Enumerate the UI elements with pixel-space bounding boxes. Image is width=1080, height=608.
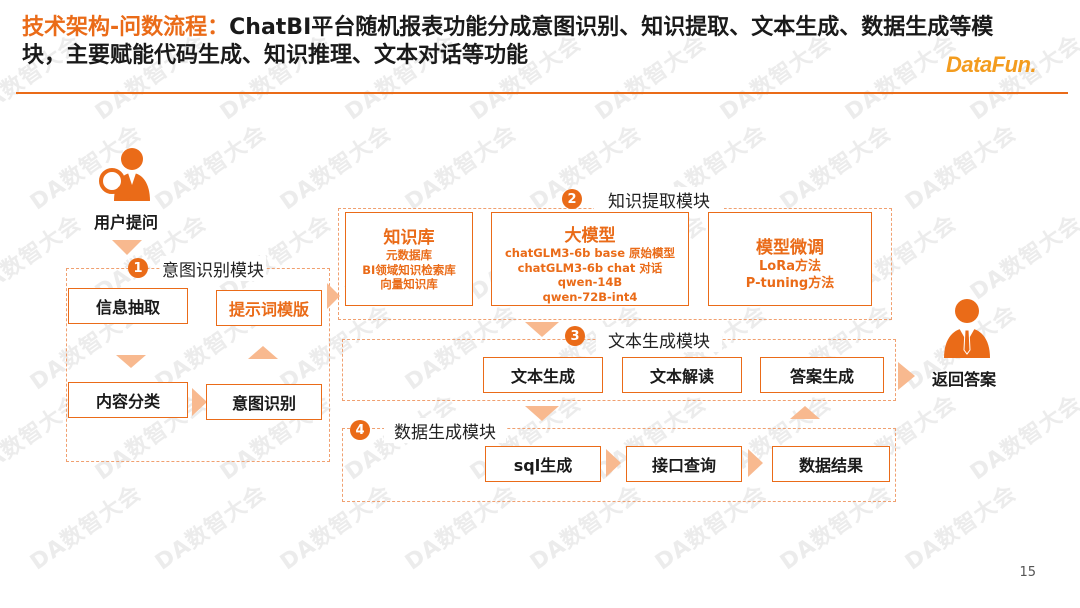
chevron-down-icon	[525, 322, 559, 337]
chevron-right-icon	[606, 449, 621, 477]
watermark-text: DA数智大会	[965, 390, 1080, 486]
title-rest: ChatBI平台随机报表功能分成意图识别、知识提取、文本生成、数据生成等模块，主…	[22, 15, 994, 68]
knowledge-base-line: 向量知识库	[380, 277, 438, 291]
page-number: 15	[1019, 565, 1036, 580]
user-search-icon	[99, 148, 150, 201]
llm-line: chatGLM3-6b chat 对话	[517, 260, 663, 275]
slide-title: 技术架构-问数流程：ChatBI平台随机报表功能分成意图识别、知识提取、文本生成…	[22, 14, 1022, 70]
watermark-text: DA数智大会	[900, 480, 1022, 576]
module-number-4: 4	[350, 420, 370, 440]
model-finetune-title: 模型微调	[756, 238, 824, 258]
watermark-text: DA数智大会	[150, 120, 272, 216]
return-answer-label: 返回答案	[932, 370, 997, 389]
llm-line: qwen-72B-int4	[542, 289, 638, 304]
intent-recognize-box: 意图识别	[206, 384, 322, 420]
knowledge-module-label: 知识提取模块	[594, 187, 724, 212]
api-query-box: 接口查询	[626, 446, 742, 482]
chevron-right-icon	[327, 283, 340, 309]
watermark-text: DA数智大会	[25, 480, 147, 576]
data-module-label: 数据生成模块	[384, 418, 506, 443]
chevron-up-icon	[248, 346, 278, 359]
text-module-label: 文本生成模块	[596, 327, 722, 352]
model-finetune-line: P-tuning方法	[745, 276, 835, 291]
chevron-up-icon	[790, 406, 820, 419]
module-number-3: 3	[565, 326, 585, 346]
title-highlight: 技术架构-问数流程：	[22, 15, 230, 40]
intent-module-label: 意图识别模块	[160, 256, 266, 281]
module-number-1: 1	[128, 258, 148, 278]
module-number-2: 2	[562, 189, 582, 209]
data-result-box: 数据结果	[772, 446, 890, 482]
watermark-text: DA数智大会	[900, 120, 1022, 216]
model-finetune-line: LoRa方法	[759, 259, 821, 274]
watermark-text: DA数智大会	[275, 120, 397, 216]
prompt-template-box: 提示词模版	[216, 290, 322, 326]
sql-generate-box: sql生成	[485, 446, 601, 482]
knowledge-base-title: 知识库	[383, 228, 435, 248]
data-module-box	[342, 428, 896, 502]
chevron-down-icon	[525, 406, 559, 421]
title-divider	[16, 92, 1068, 94]
knowledge-base-box: 知识库 元数据库 BI领域知识检索库 向量知识库	[345, 212, 473, 306]
datafun-logo: DataFun.	[946, 52, 1037, 77]
text-generate-box: 文本生成	[483, 357, 603, 393]
knowledge-base-line: BI领域知识检索库	[362, 262, 456, 277]
answer-generate-box: 答案生成	[760, 357, 884, 393]
chevron-right-icon	[748, 449, 763, 477]
info-extract-box: 信息抽取	[68, 288, 188, 324]
watermark-text: DA数智大会	[150, 480, 272, 576]
chevron-right-icon	[192, 388, 207, 416]
llm-line: chatGLM3-6b base 原始模型	[504, 246, 676, 260]
chevron-right-icon	[898, 362, 915, 390]
watermark-text: DA数智大会	[775, 120, 897, 216]
chevron-down-icon	[112, 240, 142, 255]
content-classify-box: 内容分类	[68, 382, 188, 418]
llm-title: 大模型	[564, 226, 616, 246]
knowledge-base-line: 元数据库	[386, 248, 432, 262]
chevron-down-icon	[116, 355, 146, 368]
llm-line: qwen-14B	[557, 275, 623, 289]
user-question-label: 用户提问	[94, 213, 159, 232]
watermark-text: DA数智大会	[400, 120, 522, 216]
model-finetune-box: 模型微调 LoRa方法 P-tuning方法	[708, 212, 872, 306]
llm-box: 大模型 chatGLM3-6b base 原始模型 chatGLM3-6b ch…	[491, 212, 689, 306]
text-interpret-box: 文本解读	[622, 357, 742, 393]
watermark-text: DA数智大会	[965, 210, 1080, 306]
businessman-icon	[944, 299, 990, 358]
